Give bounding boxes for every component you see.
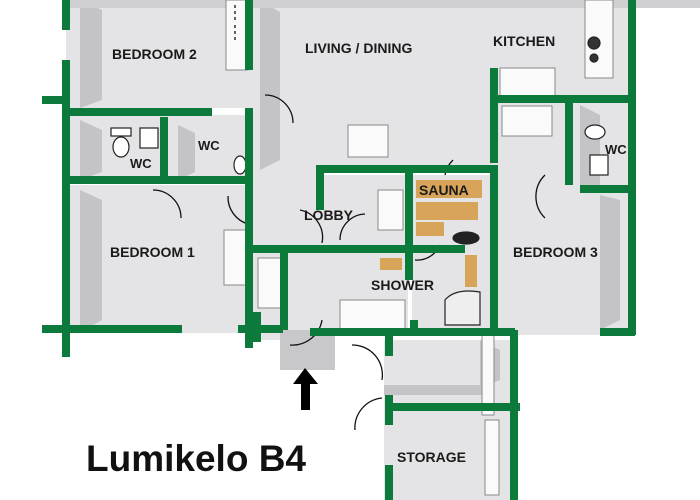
room-label-wc2: WC (198, 138, 220, 153)
plan-title: Lumikelo B4 (86, 438, 306, 479)
room-label-bedroom2: BEDROOM 2 (112, 46, 197, 62)
room-label-bedroom3: BEDROOM 3 (513, 244, 598, 260)
room-label-bedroom1: BEDROOM 1 (110, 244, 195, 260)
room-label-sauna: SAUNA (419, 182, 469, 198)
room-label-lobby: LOBBY (304, 207, 353, 223)
walls (42, 0, 636, 500)
entrance-arrow-icon (293, 368, 318, 410)
room-label-storage: STORAGE (397, 449, 466, 465)
room-label-wc1: WC (130, 156, 152, 171)
room-label-living-dining: LIVING / DINING (305, 40, 413, 56)
room-label-kitchen: KITCHEN (493, 33, 556, 49)
sauna-benches (380, 180, 482, 287)
room-label-shower: SHOWER (371, 277, 434, 293)
room-label-wc3: WC (605, 142, 627, 157)
